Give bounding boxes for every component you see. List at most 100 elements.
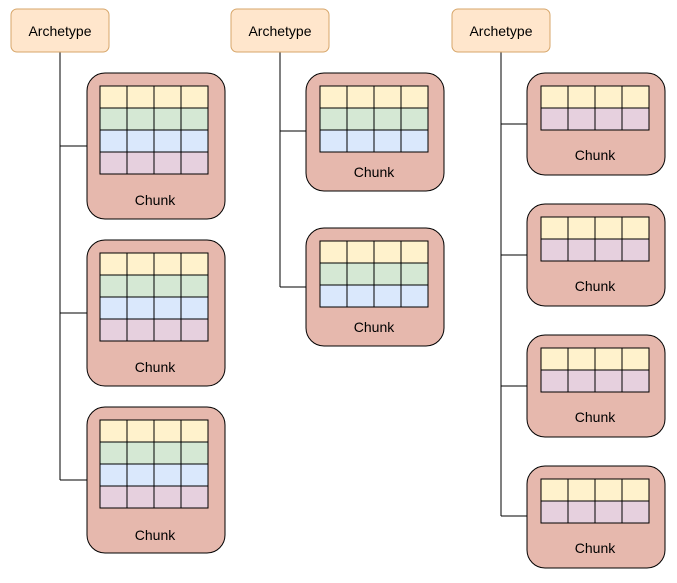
component-grid bbox=[319, 85, 429, 153]
archetype-box bbox=[230, 8, 330, 53]
grid-cell bbox=[99, 419, 128, 443]
grid-cell bbox=[126, 296, 155, 320]
grid-cell bbox=[126, 485, 155, 509]
archetype-label: Archetype bbox=[28, 23, 91, 39]
grid-cell bbox=[319, 262, 348, 286]
grid-cell bbox=[400, 107, 429, 131]
grid-cell bbox=[400, 85, 429, 109]
grid-cell bbox=[180, 107, 209, 131]
component-grid bbox=[540, 216, 650, 262]
grid-cell bbox=[621, 500, 650, 524]
archetype-box bbox=[451, 8, 551, 53]
grid-cell bbox=[621, 238, 650, 262]
grid-cell bbox=[346, 262, 375, 286]
grid-cell bbox=[180, 129, 209, 153]
grid-cell bbox=[540, 107, 569, 131]
grid-cell bbox=[180, 296, 209, 320]
grid-cell bbox=[373, 107, 402, 131]
chunk-node[interactable]: Chunk bbox=[305, 72, 445, 192]
component-grid bbox=[540, 85, 650, 131]
archetype-node[interactable]: Archetype bbox=[230, 8, 330, 53]
chunk-label: Chunk bbox=[575, 147, 616, 163]
grid-cell bbox=[346, 107, 375, 131]
component-grid bbox=[99, 85, 209, 175]
chunk-node[interactable]: Chunk bbox=[86, 406, 226, 554]
archetype-group-2: Archetype Chunk Chunk bbox=[230, 8, 445, 347]
grid-cell bbox=[126, 463, 155, 487]
grid-cell bbox=[126, 441, 155, 465]
grid-cell bbox=[99, 252, 128, 276]
grid-cell bbox=[99, 463, 128, 487]
grid-cell bbox=[540, 369, 569, 393]
chunk-label: Chunk bbox=[354, 164, 395, 180]
component-grid bbox=[99, 252, 209, 342]
grid-cell bbox=[153, 274, 182, 298]
archetype-node[interactable]: Archetype bbox=[451, 8, 551, 53]
chunk-label: Chunk bbox=[354, 319, 395, 335]
archetype-node[interactable]: Archetype bbox=[10, 8, 110, 53]
archetype-box bbox=[10, 8, 110, 53]
grid-cell bbox=[126, 252, 155, 276]
grid-cell bbox=[567, 347, 596, 371]
grid-cell bbox=[99, 441, 128, 465]
grid-cell bbox=[126, 85, 155, 109]
grid-cell bbox=[567, 107, 596, 131]
grid-cell bbox=[400, 262, 429, 286]
grid-cell bbox=[540, 238, 569, 262]
grid-cell bbox=[594, 107, 623, 131]
archetype-label: Archetype bbox=[469, 23, 532, 39]
grid-cell bbox=[373, 240, 402, 264]
grid-cell bbox=[126, 107, 155, 131]
chunk-node[interactable]: Chunk bbox=[305, 227, 445, 347]
chunk-node[interactable]: Chunk bbox=[526, 334, 666, 438]
grid-cell bbox=[180, 485, 209, 509]
grid-cell bbox=[540, 500, 569, 524]
grid-cell bbox=[567, 500, 596, 524]
archetype-group-1: Archetype Chunk Chunk Chunk bbox=[10, 8, 226, 554]
grid-cell bbox=[99, 318, 128, 342]
grid-cell bbox=[540, 347, 569, 371]
component-grid bbox=[319, 240, 429, 308]
grid-cell bbox=[346, 240, 375, 264]
grid-cell bbox=[400, 240, 429, 264]
grid-cell bbox=[153, 85, 182, 109]
grid-cell bbox=[180, 441, 209, 465]
grid-cell bbox=[153, 296, 182, 320]
grid-cell bbox=[621, 107, 650, 131]
grid-cell bbox=[567, 478, 596, 502]
grid-cell bbox=[99, 296, 128, 320]
grid-cell bbox=[126, 151, 155, 175]
grid-cell bbox=[99, 129, 128, 153]
grid-cell bbox=[373, 129, 402, 153]
grid-cell bbox=[567, 238, 596, 262]
chunk-node[interactable]: Chunk bbox=[526, 72, 666, 176]
chunk-node[interactable]: Chunk bbox=[86, 72, 226, 220]
grid-cell bbox=[346, 129, 375, 153]
grid-cell bbox=[153, 129, 182, 153]
grid-cell bbox=[153, 107, 182, 131]
grid-cell bbox=[373, 262, 402, 286]
grid-cell bbox=[319, 129, 348, 153]
grid-cell bbox=[621, 85, 650, 109]
chunk-node[interactable]: Chunk bbox=[526, 465, 666, 569]
chunk-label: Chunk bbox=[575, 540, 616, 556]
grid-cell bbox=[153, 151, 182, 175]
grid-cell bbox=[594, 216, 623, 240]
grid-cell bbox=[180, 274, 209, 298]
grid-cell bbox=[540, 478, 569, 502]
grid-cell bbox=[126, 129, 155, 153]
chunk-node[interactable]: Chunk bbox=[86, 239, 226, 387]
grid-cell bbox=[99, 85, 128, 109]
grid-cell bbox=[319, 284, 348, 308]
grid-cell bbox=[153, 318, 182, 342]
chunk-node[interactable]: Chunk bbox=[526, 203, 666, 307]
grid-cell bbox=[319, 240, 348, 264]
grid-cell bbox=[99, 274, 128, 298]
component-grid bbox=[540, 347, 650, 393]
grid-cell bbox=[567, 369, 596, 393]
grid-cell bbox=[153, 463, 182, 487]
grid-cell bbox=[373, 85, 402, 109]
grid-cell bbox=[621, 369, 650, 393]
grid-cell bbox=[319, 107, 348, 131]
grid-cell bbox=[126, 274, 155, 298]
